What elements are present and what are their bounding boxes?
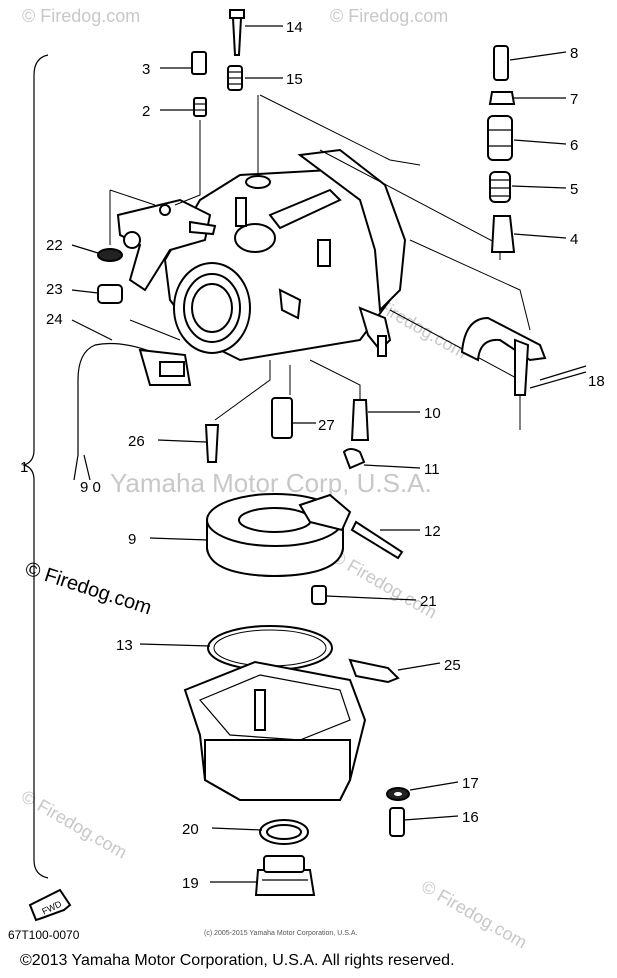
jets-needle	[204, 397, 370, 470]
assembly-bracket	[21, 54, 49, 879]
drain-plug	[254, 855, 316, 896]
watermark-center: Yamaha Motor Corp, U.S.A.	[110, 468, 432, 498]
throttle-linkage	[116, 198, 217, 292]
starter-plunger-stack	[487, 45, 516, 253]
vent-hose-leg	[514, 338, 530, 396]
callout-12: 12	[424, 523, 441, 540]
callout-15: 15	[286, 71, 303, 88]
footer-copyright: ©2013 Yamaha Motor Corporation, U.S.A. A…	[20, 952, 455, 969]
wire-label: 9 0	[80, 479, 101, 496]
callout-5: 5	[570, 181, 578, 198]
callout-6: 6	[570, 137, 578, 154]
callout-26: 26	[128, 433, 145, 450]
float-pin	[350, 520, 404, 560]
fine-print: (c) 2005-2015 Yamaha Motor Corporation, …	[204, 930, 358, 937]
callout-8: 8	[570, 45, 578, 62]
callout-10: 10	[424, 405, 441, 422]
float-chamber	[183, 660, 367, 801]
sensor-wire: 9 0	[73, 342, 192, 496]
float-chamber-gasket	[207, 625, 333, 671]
callout-2: 2	[142, 103, 150, 120]
pilot-screw	[227, 9, 245, 91]
float	[206, 493, 352, 578]
carburetor-body	[163, 148, 407, 362]
spring-23	[97, 284, 123, 304]
callout-14: 14	[286, 19, 303, 36]
callout-21: 21	[420, 593, 437, 610]
callout-24: 24	[46, 311, 63, 328]
screw-16	[389, 807, 405, 837]
callout-11: 11	[424, 461, 440, 478]
guide-lines	[109, 94, 531, 430]
throttle-stop-screw	[191, 51, 207, 117]
callout-25: 25	[444, 657, 461, 674]
callout-22: 22	[46, 237, 63, 254]
leader-lines	[71, 25, 587, 883]
watermark-mid-right: © Firedog.com	[328, 546, 440, 622]
callout-17: 17	[462, 775, 479, 792]
callout-9: 9	[128, 531, 136, 548]
callout-20: 20	[182, 821, 199, 838]
watermark-top-right: © Firedog.com	[330, 6, 448, 26]
callout-13: 13	[116, 637, 133, 654]
callout-16: 16	[462, 809, 479, 826]
callout-1: 1	[20, 459, 28, 476]
callout-19: 19	[182, 875, 199, 892]
clip-25	[348, 658, 400, 684]
drawing-number: 67T100-0070	[8, 928, 80, 942]
callout-labels: 1 2 3 4 5 6 7 8 9 10 11 12 13 14 15 16 1…	[20, 19, 605, 892]
callout-3: 3	[142, 61, 150, 78]
watermark-firedog-dark: © Firedog.com	[22, 558, 154, 620]
callout-18: 18	[588, 373, 605, 390]
watermark-top-left: © Firedog.com	[22, 6, 140, 26]
float-pin-screw	[311, 585, 327, 605]
watermark-bottom-left: © Firedog.com	[18, 786, 130, 862]
fwd-arrow: FWD	[28, 888, 72, 922]
vent-hose	[460, 316, 547, 362]
washer-22	[97, 248, 123, 262]
callout-27: 27	[318, 417, 335, 434]
callout-4: 4	[570, 231, 578, 248]
callout-7: 7	[570, 91, 578, 108]
callout-23: 23	[46, 281, 63, 298]
watermark-bottom-right: © Firedog.com	[418, 876, 530, 952]
